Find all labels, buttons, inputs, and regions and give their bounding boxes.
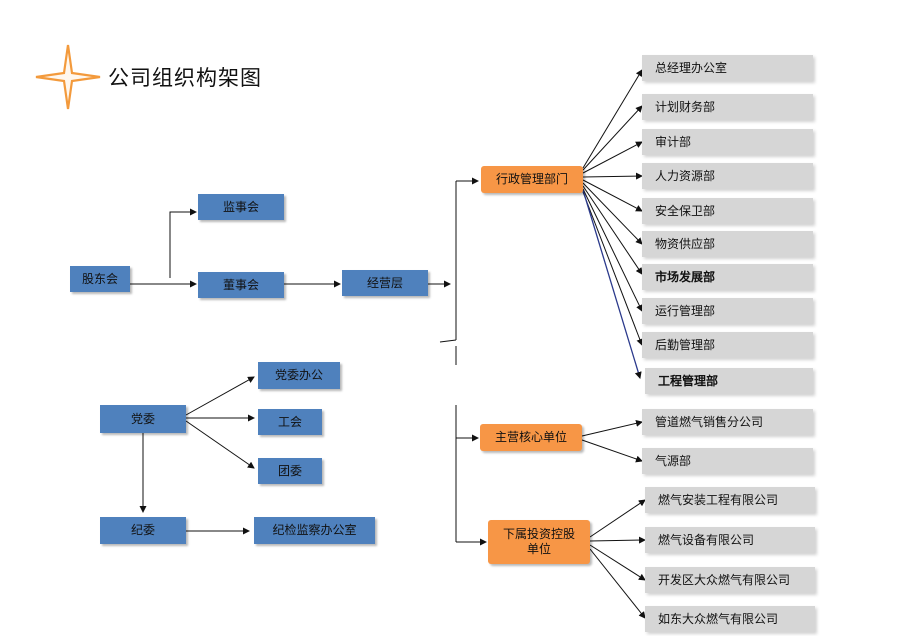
node-shareholders: 股东会 xyxy=(70,266,130,292)
dept-box: 运行管理部 xyxy=(642,298,813,324)
node-core-units: 主营核心单位 xyxy=(480,424,582,451)
core-unit-box: 气源部 xyxy=(642,448,813,474)
page-title: 公司组织构架图 xyxy=(108,66,262,90)
node-management: 经营层 xyxy=(342,270,428,296)
node-discipline-committee: 纪委 xyxy=(100,517,186,544)
node-discipline-office: 纪检监察办公室 xyxy=(254,517,375,544)
node-party-office: 党委办公 xyxy=(258,362,340,389)
dept-box: 人力资源部 xyxy=(642,163,813,189)
node-youth-league: 团委 xyxy=(258,458,322,484)
node-admin-dept: 行政管理部门 xyxy=(481,166,583,193)
dept-box: 审计部 xyxy=(642,129,813,155)
subsidiary-box: 燃气设备有限公司 xyxy=(645,527,815,553)
subsidiary-box: 如东大众燃气有限公司 xyxy=(645,606,815,632)
node-subsidiaries-line2: 单位 xyxy=(526,542,551,556)
title-star-icon xyxy=(35,44,101,110)
core-unit-box: 管道燃气销售分公司 xyxy=(642,409,813,435)
node-subsidiaries: 下属投资控股 单位 xyxy=(488,520,590,564)
node-board: 董事会 xyxy=(198,272,284,298)
dept-box: 市场发展部 xyxy=(642,264,813,290)
subsidiary-box: 燃气安装工程有限公司 xyxy=(645,487,815,513)
dept-box: 物资供应部 xyxy=(642,231,813,257)
dept-box: 计划财务部 xyxy=(642,94,813,120)
node-party-committee: 党委 xyxy=(100,405,186,433)
subsidiary-box: 开发区大众燃气有限公司 xyxy=(645,567,815,593)
dept-box: 工程管理部 xyxy=(645,368,813,394)
dept-box: 总经理办公室 xyxy=(642,55,813,81)
node-subsidiaries-line1: 下属投资控股 xyxy=(502,527,575,541)
dept-box: 后勤管理部 xyxy=(642,332,813,358)
node-supervisory-board: 监事会 xyxy=(198,194,284,220)
dept-box: 安全保卫部 xyxy=(642,198,813,224)
node-union: 工会 xyxy=(258,409,322,435)
